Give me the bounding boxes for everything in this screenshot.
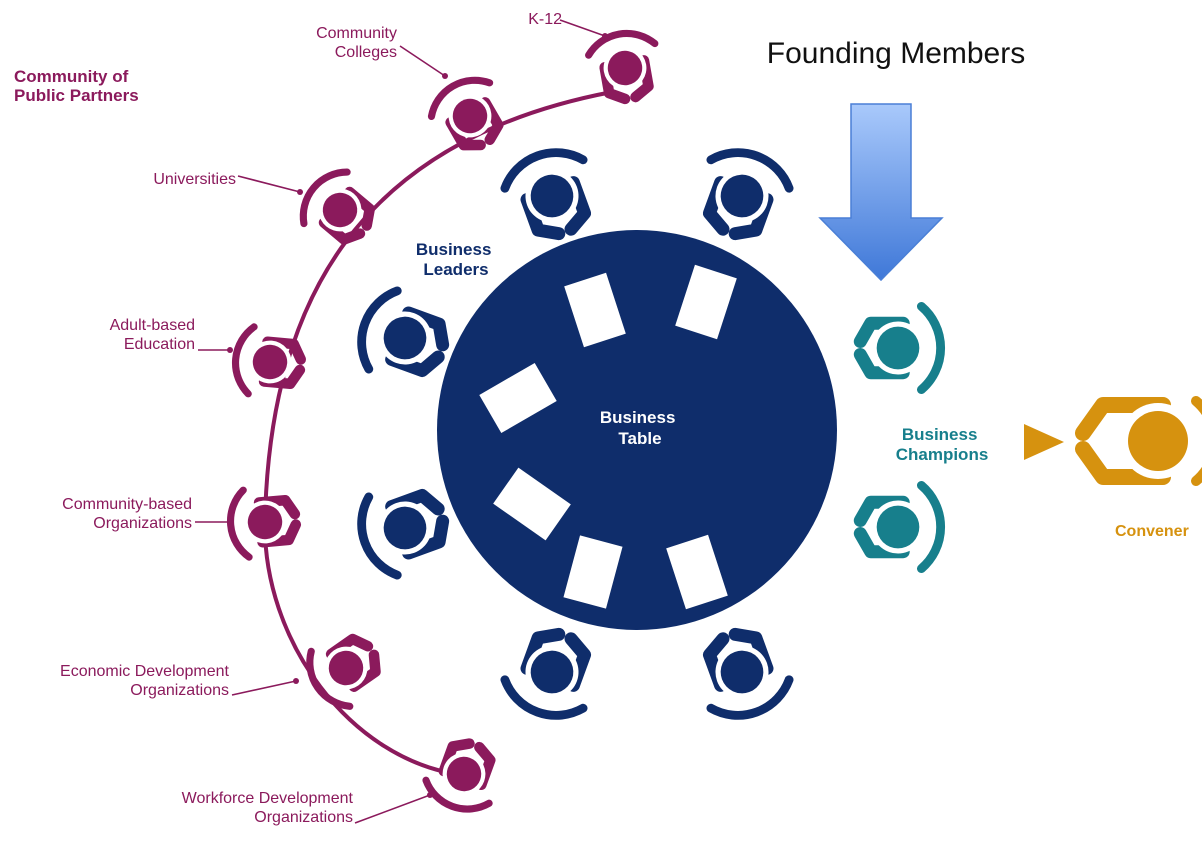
partner-economic-dev-icon — [306, 633, 381, 710]
partner-economic-dev-dot — [293, 678, 299, 684]
table-label: Business Table — [600, 408, 680, 448]
partner-workforce-dev-dot — [427, 792, 433, 798]
partner-k12-leader-line — [559, 19, 606, 37]
business-leader-icon — [500, 148, 592, 241]
business-champions-label: Business Champions — [896, 425, 989, 464]
founding-members-title: Founding Members — [767, 37, 1025, 70]
paper-document — [563, 535, 623, 609]
partner-community-orgs-icon — [226, 486, 302, 561]
partner-workforce-dev-icon — [422, 738, 496, 813]
partner-k12-label: K-12 — [528, 11, 562, 28]
partner-community-colleges-leader-line — [399, 45, 446, 77]
partner-universities-label: Universities — [153, 171, 236, 188]
business-leaders-label: Business Leaders — [416, 240, 496, 279]
business-champion-icon — [853, 480, 946, 574]
partner-adult-education-icon — [231, 323, 307, 398]
paper-document — [479, 362, 557, 434]
partner-k12-icon — [585, 29, 659, 105]
partner-universities-dot — [297, 189, 303, 195]
business-leader-icon — [357, 286, 450, 378]
partner-community-colleges-icon — [427, 76, 504, 151]
paper-document — [493, 467, 571, 541]
business-leader-icon — [702, 627, 794, 720]
paper-document — [675, 264, 737, 340]
group-label: Community of Public Partners — [14, 67, 139, 105]
down-arrow-icon — [818, 103, 944, 282]
triangle-pointer-icon — [1024, 424, 1064, 460]
business-leader-icon — [702, 148, 794, 241]
partner-economic-dev-leader-line — [231, 680, 297, 696]
paper-document — [564, 272, 626, 348]
convener-label: Convener — [1115, 523, 1189, 540]
business-champion-icon — [853, 301, 946, 395]
partner-community-orgs-dot — [227, 519, 233, 525]
partner-universities-leader-line — [237, 175, 301, 193]
convener-icon — [1075, 396, 1202, 486]
business-leader-icon — [500, 627, 592, 720]
partners-arc — [262, 90, 613, 777]
paper-document — [666, 534, 728, 610]
partner-universities-icon — [299, 168, 375, 245]
business-leader-icon — [357, 488, 450, 580]
partner-adult-education-dot — [227, 347, 233, 353]
partner-community-colleges-dot — [442, 73, 448, 79]
partner-k12-dot — [602, 33, 608, 39]
partner-workforce-dev-leader-line — [354, 794, 431, 824]
